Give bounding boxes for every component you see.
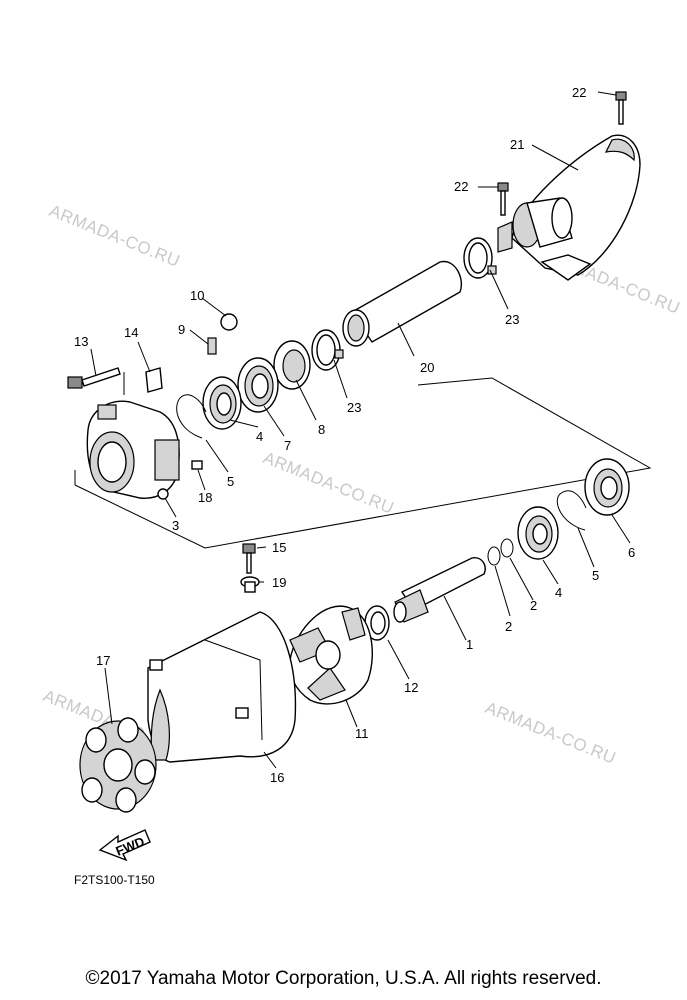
leader-lines [90, 91, 631, 769]
bearing-6 [584, 458, 630, 516]
callout-21: 21 [510, 137, 524, 152]
bolt-22-top [615, 91, 627, 125]
cap [220, 313, 238, 331]
pin [191, 460, 203, 470]
callout-8: 8 [318, 422, 325, 437]
callout-3: 3 [172, 518, 179, 533]
callout-23: 23 [505, 312, 519, 327]
ring [364, 605, 390, 641]
callout-5: 5 [227, 474, 234, 489]
callout-20: 20 [420, 360, 434, 375]
callouts: 1 2 2 3 4 4 5 5 6 7 8 9 10 11 12 13 14 1… [74, 85, 635, 785]
copyright-notice: ©2017 Yamaha Motor Corporation, U.S.A. A… [85, 968, 602, 989]
circlip-5-upper [176, 394, 207, 439]
bolt-22-mid [497, 182, 509, 216]
callout-12: 12 [404, 680, 418, 695]
callout-1: 1 [466, 637, 473, 652]
callout-2: 2 [505, 619, 512, 634]
callout-22: 22 [454, 179, 468, 194]
impeller-duct [147, 611, 297, 763]
callout-14: 14 [124, 325, 138, 340]
hose [342, 260, 462, 347]
clamp-23-right [463, 237, 497, 279]
watermark: ARMADA-CO.RU [483, 698, 619, 768]
callout-4: 4 [256, 429, 263, 444]
housing [86, 400, 180, 500]
shaft [393, 557, 486, 623]
callout-11: 11 [355, 726, 369, 741]
assembly-outline [74, 377, 652, 549]
oil-seal [273, 340, 311, 390]
nozzle-cover [497, 134, 641, 281]
callout-22: 22 [572, 85, 586, 100]
bolt-13 [67, 367, 121, 389]
bolt-15 [242, 543, 256, 574]
callout-5: 5 [592, 568, 599, 583]
circlip-5-lower [556, 490, 587, 531]
callout-4: 4 [555, 585, 562, 600]
callout-7: 7 [284, 438, 291, 453]
callout-18: 18 [198, 490, 212, 505]
bearing-4-upper [202, 376, 242, 430]
stator [79, 717, 157, 813]
watermark: ARMADA-CO.RU [261, 448, 397, 518]
bearing-7 [237, 357, 279, 413]
bearing-4-lower [517, 506, 559, 560]
callout-23: 23 [347, 400, 361, 415]
collar [240, 576, 260, 593]
callout-19: 19 [272, 575, 286, 590]
callout-15: 15 [272, 540, 286, 555]
grease-nipple [207, 337, 217, 355]
o-rings [487, 538, 514, 566]
callout-6: 6 [628, 545, 635, 560]
clamp-23-left [311, 329, 344, 371]
callout-17: 17 [96, 653, 110, 668]
callout-10: 10 [190, 288, 204, 303]
diagram-code: F2TS100-T150 [74, 873, 155, 887]
callout-2: 2 [530, 598, 537, 613]
callout-13: 13 [74, 334, 88, 349]
callout-16: 16 [270, 770, 284, 785]
callout-9: 9 [178, 322, 185, 337]
fwd-arrow-icon: FWD [98, 829, 151, 862]
plate [145, 367, 163, 393]
watermark: ARMADA-CO.RU [47, 201, 183, 271]
impeller [288, 605, 374, 705]
